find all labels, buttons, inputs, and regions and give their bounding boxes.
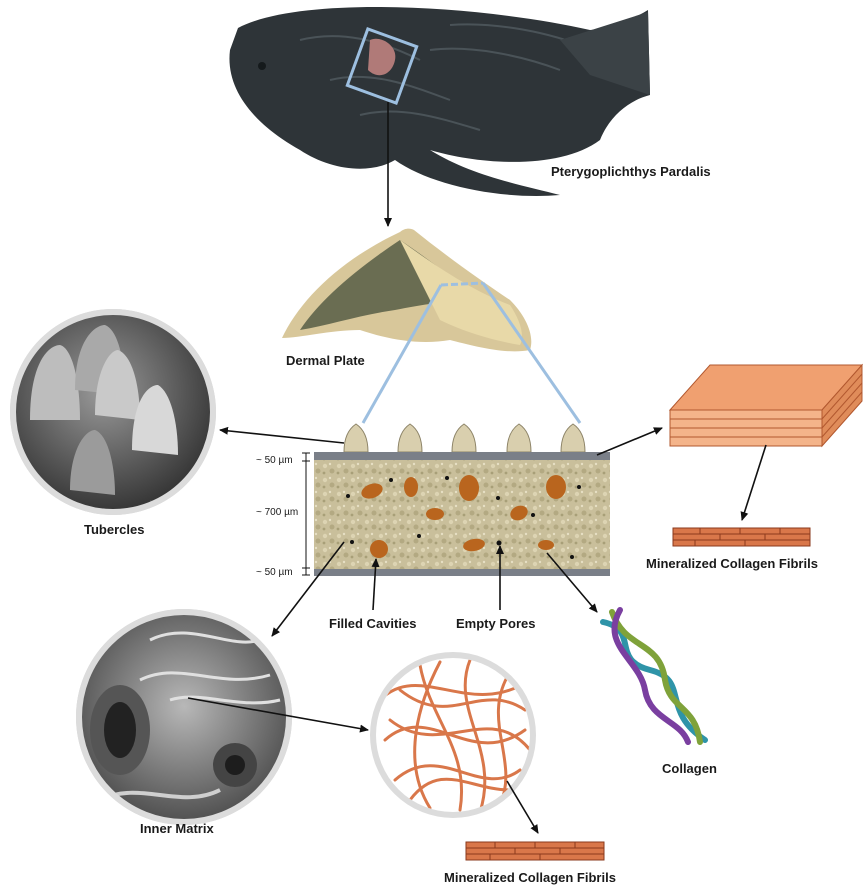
dimension-middle: ~ 700 µm	[256, 507, 298, 518]
mineralized-fibrils-right	[673, 528, 810, 546]
tubercle-row	[344, 424, 585, 452]
mineralized-fibrils-bottom	[466, 842, 604, 860]
arrow-plies-to-fibrils	[742, 445, 766, 520]
plate-highlight-marker	[441, 283, 483, 285]
mineralized-fibrils-right-label: Mineralized Collagen Fibrils	[646, 556, 818, 571]
outer-layer	[314, 452, 610, 460]
mineralized-fibrils-bottom-label: Mineralized Collagen Fibrils	[444, 870, 616, 885]
dermal-plate-label: Dermal Plate	[286, 353, 365, 368]
orthogonal-plies	[670, 365, 862, 446]
arrow-fibers-to-fibrils	[507, 781, 538, 833]
cross-section	[314, 424, 610, 576]
arrow-to-tubercles	[220, 430, 344, 443]
thickness-ruler	[302, 453, 310, 575]
inner-matrix-label: Inner Matrix	[140, 821, 214, 836]
projection-line-right	[483, 283, 580, 423]
species-label: Pterygoplichthys Pardalis	[551, 164, 711, 179]
collagen-label: Collagen	[662, 761, 717, 776]
tubercles-sem-image	[10, 309, 216, 520]
empty-pores-label: Empty Pores	[456, 616, 535, 631]
tubercles-label: Tubercles	[84, 522, 144, 537]
dermal-plate-photo	[282, 229, 531, 352]
fiber-network	[373, 655, 533, 815]
arrow-to-plies	[597, 428, 662, 455]
filled-cavities-label: Filled Cavities	[329, 616, 416, 631]
inner-matrix-sem-image	[76, 609, 292, 825]
inner-matrix-layer	[314, 460, 610, 569]
dimension-bottom: ~ 50 µm	[256, 567, 293, 578]
collagen-triple-helix	[603, 610, 705, 742]
dimension-top: ~ 50 µm	[256, 455, 293, 466]
